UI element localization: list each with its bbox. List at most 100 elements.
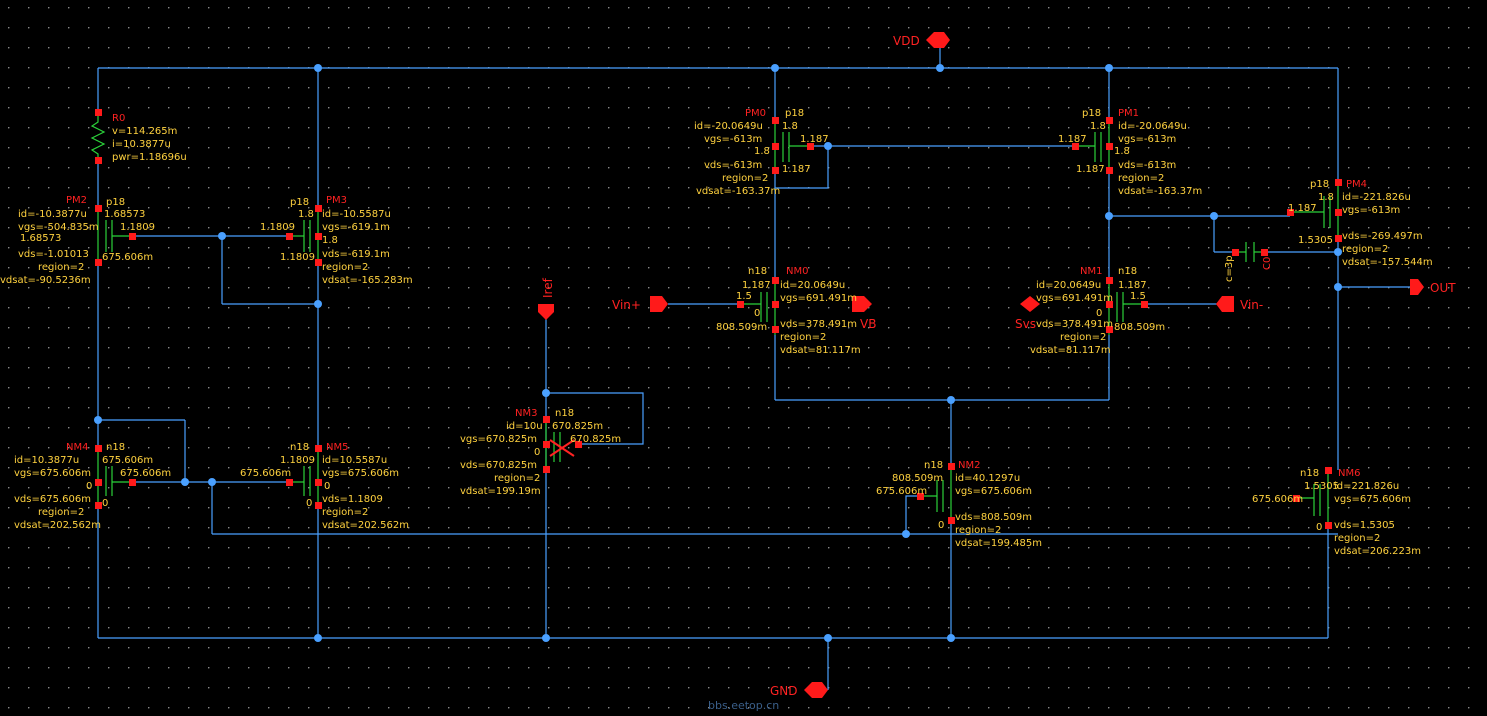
device-name: NM3 <box>515 408 537 419</box>
device-param: vds=378.491m <box>780 319 857 330</box>
device-param: vds=-1.01013 <box>18 249 89 260</box>
node-voltage: 1.8 <box>298 209 314 220</box>
node-voltage: 1.8 <box>1318 192 1334 203</box>
node-voltage: 1.187 <box>1118 280 1147 291</box>
device-param: vds=-619.1m <box>322 249 390 260</box>
device-param: vds=808.509m <box>955 512 1032 523</box>
device-param: vds=-613m <box>704 160 762 171</box>
out-pin[interactable]: OUT <box>1410 279 1456 295</box>
iref-pin-label: Iref <box>541 277 555 298</box>
device-param: vgs=675.606m <box>322 468 399 479</box>
device-param: vdsat=-163.37m <box>1118 186 1202 197</box>
node-voltage: 1.187 <box>782 164 811 175</box>
device-param: id=40.1297u <box>955 473 1020 484</box>
nm4-annotation: NM4 n18 id=10.3877u vgs=675.606m vds=675… <box>14 442 171 531</box>
device-param: vgs=675.606m <box>955 486 1032 497</box>
iref-pin[interactable]: Iref <box>538 277 555 320</box>
node-voltage: 675.606m <box>102 455 153 466</box>
device-param: vdsat=-90.5236m <box>0 275 91 286</box>
device-param: region=2 <box>1334 533 1380 544</box>
vs-pin[interactable]: Svs <box>1015 296 1040 331</box>
device-param: vgs=-613m <box>1118 134 1176 145</box>
device-param: region=2 <box>1118 173 1164 184</box>
node-voltage: 1.68573 <box>104 209 145 220</box>
pm2-annotation: PM2 p18 id=-10.3877u vgs=-504.835m vds=-… <box>0 195 155 286</box>
device-param: id=-10.3877u <box>18 209 87 220</box>
device-param: id=-20.0649u <box>694 121 763 132</box>
node-voltage: 675.606m <box>876 486 927 497</box>
node-voltage: 808.509m <box>892 473 943 484</box>
device-param: vdsat=202.562m <box>322 520 409 531</box>
device-param: vdsat=-163.37m <box>696 186 780 197</box>
vb-pin[interactable]: VB <box>852 296 876 331</box>
device-name: PM3 <box>326 195 347 206</box>
c0-labels: C0 c=3p <box>1224 255 1273 282</box>
node-voltage: 1.8 <box>1090 121 1106 132</box>
device-name: NM0 <box>786 266 808 277</box>
device-name: PM0 <box>745 108 766 119</box>
pm4-annotation: PM4 p18 id=-221.826u vgs=-613m vds=-269.… <box>1288 179 1433 268</box>
device-param: vdsat=199.19m <box>460 486 541 497</box>
vinp-pin[interactable]: Vin+ <box>612 296 668 312</box>
device-param: id=10.5587u <box>322 455 387 466</box>
node-voltage: 1.187 <box>800 134 829 145</box>
vs-pin-label: Svs <box>1015 317 1036 331</box>
node-voltage: 0 <box>102 498 108 509</box>
node-voltage: 1.1809 <box>120 222 155 233</box>
node-voltage: 1.68573 <box>20 233 61 244</box>
device-param: vgs=675.606m <box>14 468 91 479</box>
node-voltage: 670.825m <box>552 421 603 432</box>
vdd-pin[interactable]: VDD <box>893 32 950 48</box>
device-param: region=2 <box>494 473 540 484</box>
vinp-pin-label: Vin+ <box>612 298 641 312</box>
node-voltage: 1.1809 <box>280 252 315 263</box>
device-name: NM4 <box>66 442 88 453</box>
nm1-annotation: NM1 n18 id=20.0649u vgs=691.491m vds=378… <box>1030 266 1165 356</box>
device-param: id=10.3877u <box>14 455 79 466</box>
node-voltage: 1.5 <box>736 291 752 302</box>
node-voltage: 1.8 <box>754 146 770 157</box>
device-param: vdsat=81.117m <box>780 345 861 356</box>
nm4-symbol <box>97 448 132 505</box>
device-param: vdsat=-157.544m <box>1342 257 1433 268</box>
node-voltage: 1.187 <box>1058 134 1087 145</box>
nm6-symbol <box>1296 470 1329 525</box>
gnd-pin[interactable]: GND <box>770 682 828 698</box>
device-model: p18 <box>1082 108 1101 119</box>
device-model: n18 <box>290 442 309 453</box>
device-param: vdsat=202.562m <box>14 520 101 531</box>
node-voltage: 0 <box>1096 308 1102 319</box>
node-voltage: 0 <box>534 447 540 458</box>
device-param: vgs=-504.835m <box>18 222 99 233</box>
nm2-annotation: NM2 n18 id=40.1297u vgs=675.606m vds=808… <box>876 460 1042 549</box>
device-param: id=10u <box>506 421 543 432</box>
device-param: vdsat=206.223m <box>1334 546 1421 557</box>
node-voltage: 0 <box>1316 522 1322 533</box>
node-voltage: 1.1809 <box>260 222 295 233</box>
device-param: vds=1.5305 <box>1334 520 1395 531</box>
c0-name: C0 <box>1262 257 1273 270</box>
pm2-symbol <box>97 208 132 262</box>
device-param: region=2 <box>780 332 826 343</box>
node-voltage: 0 <box>306 498 312 509</box>
node-voltage: 670.825m <box>570 434 621 445</box>
node-voltage: 1.187 <box>742 280 771 291</box>
device-model: p18 <box>785 108 804 119</box>
device-param: vgs=691.491m <box>1036 293 1113 304</box>
device-name: NM6 <box>1338 468 1360 479</box>
node-voltage: 1.5 <box>1130 291 1146 302</box>
device-param: region=2 <box>322 262 368 273</box>
device-param: vgs=-613m <box>1342 205 1400 216</box>
device-model: n18 <box>1300 468 1319 479</box>
nm0-annotation: NM0 n18 id=20.0649u vgs=691.491m vds=378… <box>716 266 861 356</box>
device-param: vgs=-613m <box>704 134 762 145</box>
vdd-pin-label: VDD <box>893 34 920 48</box>
vinn-pin-label: Vin- <box>1240 298 1263 312</box>
device-param: vgs=675.606m <box>1334 494 1411 505</box>
node-voltage: 808.509m <box>716 322 767 333</box>
terminals <box>95 109 1342 529</box>
device-param: vdsat=199.485m <box>955 538 1042 549</box>
vinn-pin[interactable]: Vin- <box>1216 296 1263 312</box>
